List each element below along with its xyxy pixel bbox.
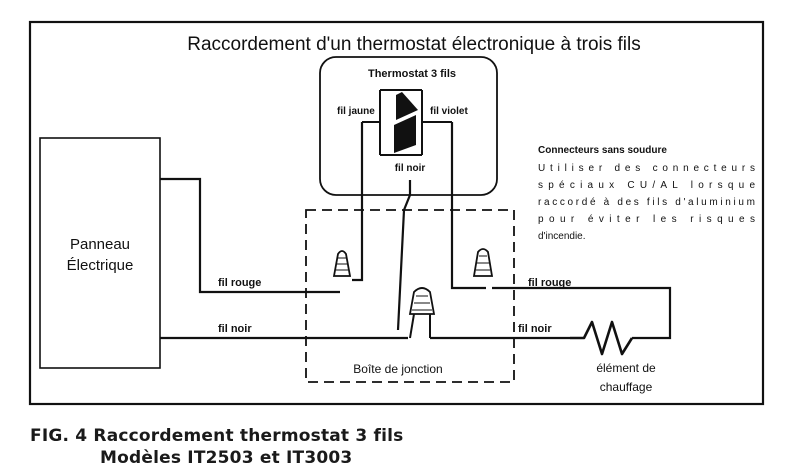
- junction-box: [305, 209, 515, 383]
- wire-label-left-red: fil rouge: [218, 277, 261, 289]
- thermostat-box: [319, 56, 498, 196]
- figure-caption-line2: Modèles IT2503 et IT3003: [100, 448, 353, 468]
- panel-label-line2: Électrique: [67, 257, 134, 274]
- note-line: raccordé à des fils d'aluminium: [538, 197, 755, 208]
- wire-label-right-black: fil noir: [518, 323, 552, 335]
- junction-box-label: Boîte de jonction: [353, 362, 442, 376]
- wires: [160, 122, 672, 340]
- electrical-panel-box: [39, 137, 161, 369]
- wire-label-right-red: fil rouge: [528, 277, 571, 289]
- triac-symbol-icon: [362, 89, 452, 156]
- diagram-frame: [28, 20, 765, 406]
- heater-label-line1: élément de: [596, 361, 656, 375]
- thermostat-wire-right-label: fil violet: [430, 106, 468, 117]
- note-line: spéciaux CU/AL lorsque: [538, 180, 755, 191]
- wire-label-left-black: fil noir: [218, 323, 252, 335]
- thermostat-label: Thermostat 3 fils: [368, 68, 456, 80]
- wire-nut-center-icon: [408, 287, 436, 339]
- note-line: d'incendie.: [538, 231, 586, 242]
- heating-element-icon: [570, 320, 634, 356]
- heater-label-line2: chauffage: [600, 380, 653, 394]
- wire-nut-left-icon: [332, 250, 352, 277]
- note-line: Utiliser des connecteurs: [538, 163, 755, 174]
- diagram-title: Raccordement d'un thermostat électroniqu…: [187, 34, 641, 55]
- note-line: pour éviter les risques: [538, 214, 755, 225]
- panel-label-line1: Panneau: [70, 236, 130, 253]
- thermostat-wire-left-label: fil jaune: [337, 106, 375, 117]
- wire-nut-right-icon: [472, 248, 494, 277]
- note-heading: Connecteurs sans soudure: [538, 145, 667, 156]
- thermostat-wire-center-label: fil noir: [395, 163, 426, 174]
- figure-caption-line1: FIG. 4 Raccordement thermostat 3 fils: [30, 426, 404, 446]
